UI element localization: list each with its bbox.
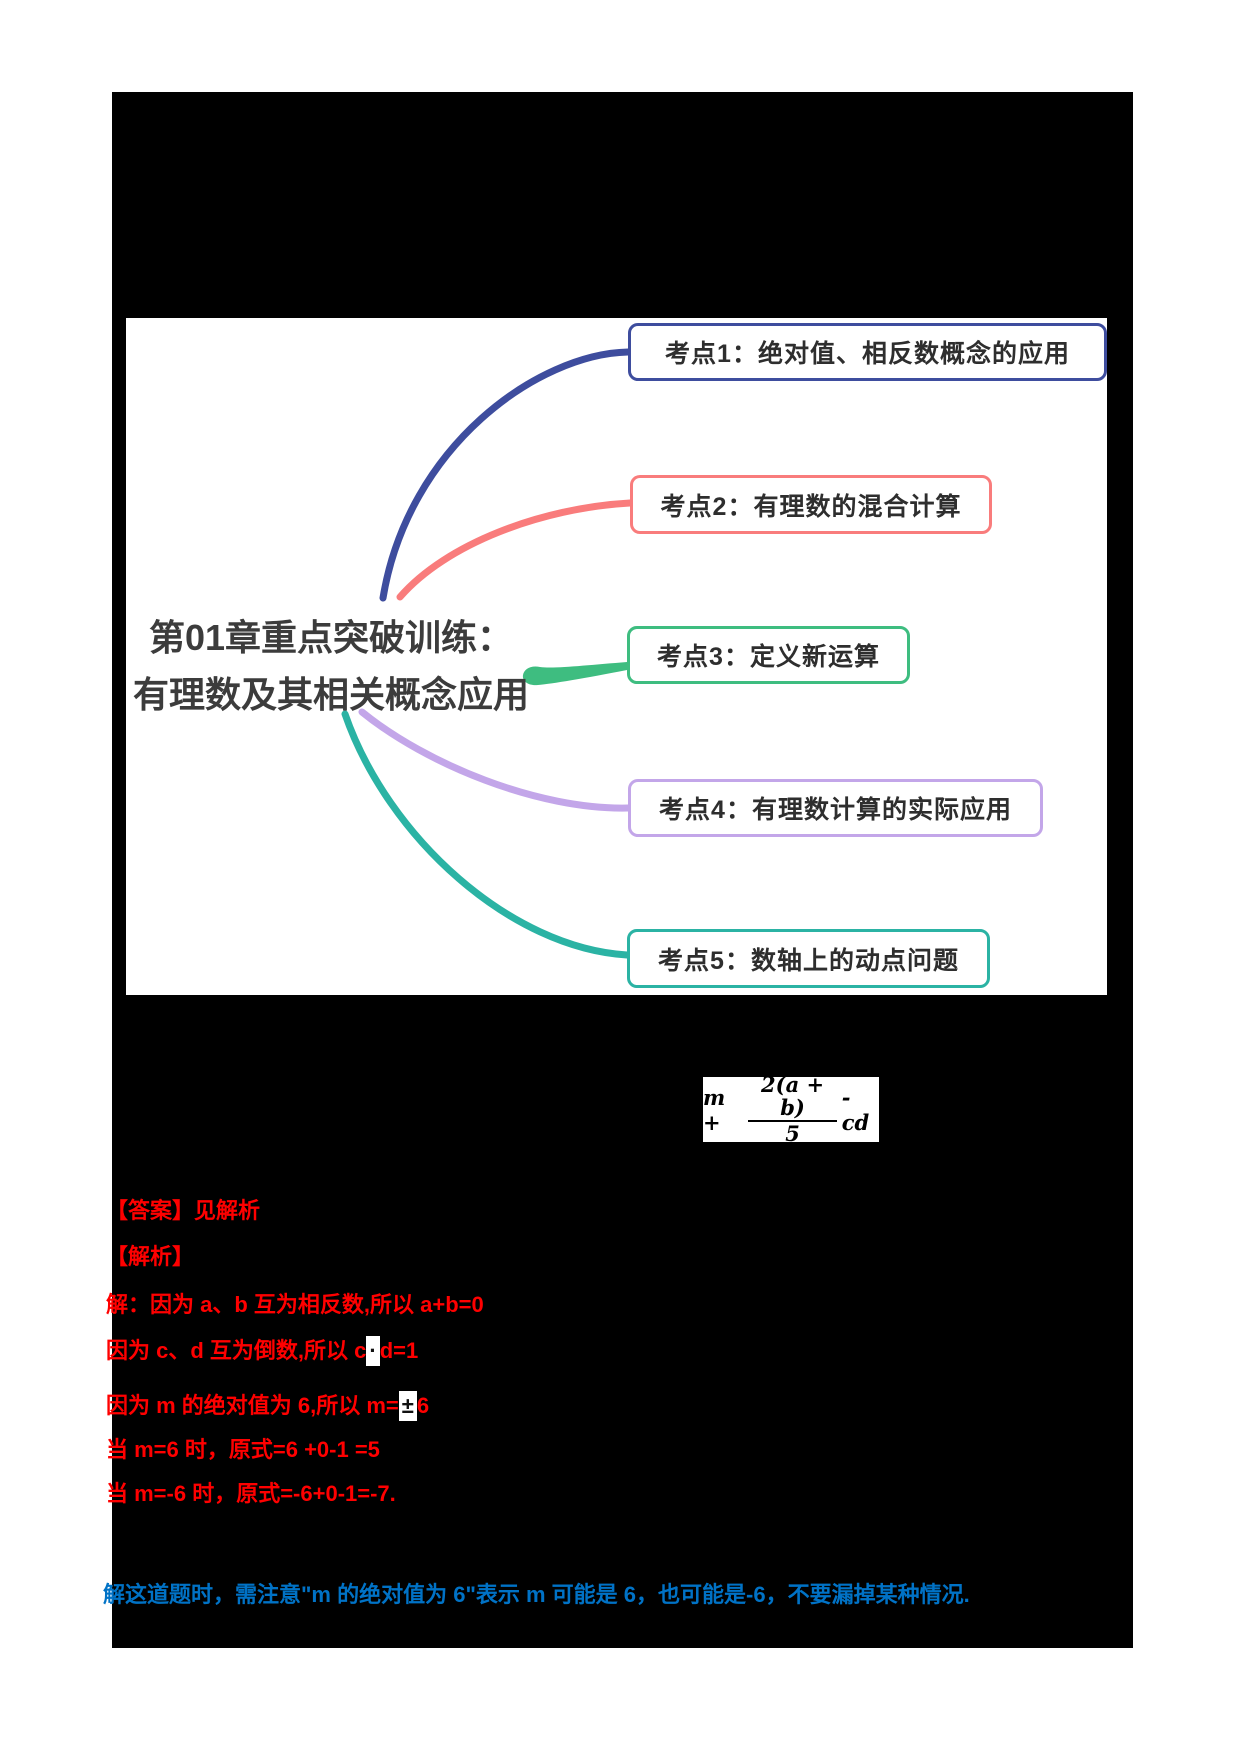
solution-line-1-text: 解：因为 a、b 互为相反数,所以 a+b=0 [106,1292,484,1317]
branch-node-3: 考点3：定义新运算 [627,626,910,684]
solution-line-4-text: 当 m=6 时，原式=6 +0-1 =5 [106,1437,380,1462]
math-formula-image: m + 2(a + b) 5 - cd [703,1073,879,1146]
answer-label: 【答案】见解析 [106,1198,261,1223]
branch-curve-1 [379,348,632,602]
branch-curve-4 [358,708,632,812]
branch-curve-5 [341,710,631,959]
analysis-label: 【解析】 [106,1244,195,1269]
formula-lead: m + [703,1084,726,1135]
solution-line-3-text: 因为 m 的绝对值为 6,所以 m= [106,1393,399,1418]
solution-line-2-text: 因为 c、d 互为倒数,所以 c [106,1338,367,1363]
note-text: 解这道题时，需注意"m 的绝对值为 6"表示 m 可能是 6，也可能是-6，不要… [103,1582,970,1607]
mindmap-root-title: 第01章重点突破训练： 有理数及其相关概念应用 [131,609,531,723]
mindmap-panel [126,318,1107,995]
formula-numerator: 2(a + b) [748,1073,837,1123]
root-title-line1: 第01章重点突破训练： [148,617,514,658]
solution-line-3: 因为 m 的绝对值为 6,所以 m=±6 [106,1391,429,1421]
solution-line-2-tail: d=1 [379,1338,419,1363]
branch-node-2-label: 考点2：有理数的混合计算 [660,492,962,521]
formula-denominator: 5 [785,1121,800,1147]
branch-node-1: 考点1：绝对值、相反数概念的应用 [628,323,1107,381]
branch-curve-3 [522,662,627,686]
mindmap-branch-curves [341,348,634,959]
solution-line-5-text: 当 m=-6 时，原式=-6+0-1=-7. [106,1481,396,1506]
formula-fraction: 2(a + b) 5 [748,1073,837,1147]
solution-line-2: 因为 c、d 互为倒数,所以 c·d=1 [106,1336,418,1366]
branch-curve-2 [396,499,634,601]
solution-line-3-tail: 6 [416,1393,430,1418]
solution-line-1: 解：因为 a、b 互为相反数,所以 a+b=0 [106,1290,484,1320]
branch-node-5: 考点5：数轴上的动点问题 [627,929,990,988]
branch-node-1-label: 考点1：绝对值、相反数概念的应用 [665,340,1070,368]
root-title-line2: 有理数及其相关概念应用 [132,674,529,715]
branch-node-3-label: 考点3：定义新运算 [657,643,880,671]
branch-node-5-label: 考点5：数轴上的动点问题 [658,946,959,975]
solution-line-4: 当 m=6 时，原式=6 +0-1 =5 [106,1435,380,1465]
solution-line-2-highlight: · [366,1336,380,1366]
solution-line-3-highlight: ± [398,1391,417,1421]
formula-tail: - cd [841,1084,870,1135]
branch-node-2: 考点2：有理数的混合计算 [630,475,992,534]
branch-node-4: 考点4：有理数计算的实际应用 [628,779,1043,837]
solution-line-5: 当 m=-6 时，原式=-6+0-1=-7. [106,1479,396,1509]
branch-node-4-label: 考点4：有理数计算的实际应用 [659,796,1012,824]
